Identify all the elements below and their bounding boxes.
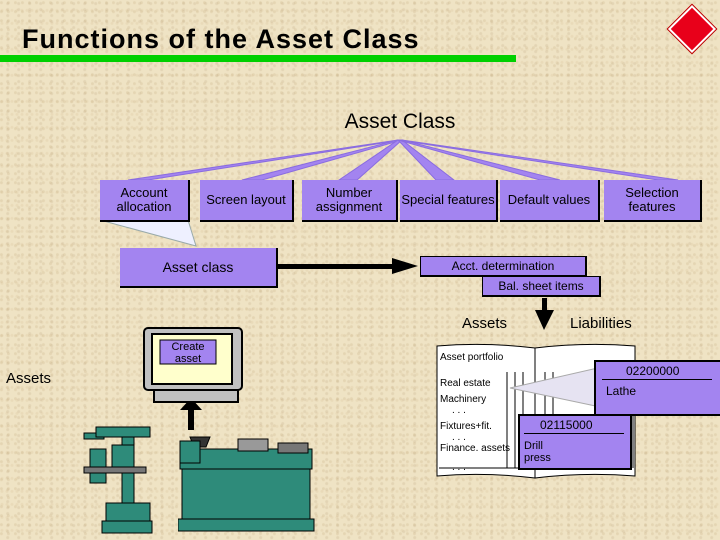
feature-account-allocation: Account allocation — [100, 180, 190, 222]
connector-number — [337, 139, 404, 181]
portfolio-item-ellipsis-1: . . . — [452, 405, 466, 416]
portfolio-item-finance-assets: Finance. assets — [440, 443, 511, 454]
machine-tool-icon — [83, 426, 153, 534]
assets-label: Assets — [462, 315, 508, 332]
lathe-number: 02200000 — [626, 364, 680, 378]
drill-press-name: Drill press — [524, 440, 551, 464]
root-asset-class-label: Asset Class — [344, 110, 456, 133]
portfolio-item-ellipsis-3: . . . — [452, 462, 466, 473]
drill-press-asset-box: 02115000 Drill press — [518, 414, 632, 470]
account-pointer — [99, 219, 197, 247]
lathe-divider — [602, 379, 712, 380]
drill-press-divider — [524, 433, 624, 434]
portfolio-title: Asset portfolio — [440, 352, 504, 363]
acct-determination-box: Acct. determination — [420, 256, 587, 277]
lathe-asset-box: 02200000 Lathe — [594, 360, 720, 416]
feature-selection-features: Selection features — [604, 180, 702, 222]
arrow-right-icon — [276, 264, 396, 269]
bal-sheet-items-box: Bal. sheet items — [482, 276, 601, 297]
asset-class-box: Asset class — [120, 248, 278, 288]
page-title: Functions of the Asset Class — [22, 24, 420, 54]
portfolio-item-fixtures: Fixtures+fit. — [440, 421, 492, 432]
feature-number-assignment: Number assignment — [302, 180, 398, 222]
feature-default-values: Default values — [500, 180, 600, 222]
feature-screen-layout: Screen layout — [200, 180, 294, 222]
portfolio-item-ellipsis-2: . . . — [452, 432, 466, 443]
computer-terminal-icon — [143, 327, 243, 403]
lathe-name: Lathe — [606, 384, 637, 398]
left-assets-label: Assets — [6, 370, 52, 387]
arrow-up-icon — [188, 408, 194, 430]
create-asset-label: Create asset — [171, 341, 205, 365]
liabilities-label: Liabilities — [570, 315, 632, 332]
feature-special-features: Special features — [400, 180, 498, 222]
arrow-down-icon — [542, 298, 547, 310]
drill-press-number: 02115000 — [540, 418, 593, 432]
lathe-icon — [178, 436, 315, 532]
portfolio-item-real-estate: Real estate — [440, 378, 491, 389]
portfolio-item-machinery: Machinery — [440, 394, 487, 405]
title-underline — [0, 55, 516, 62]
